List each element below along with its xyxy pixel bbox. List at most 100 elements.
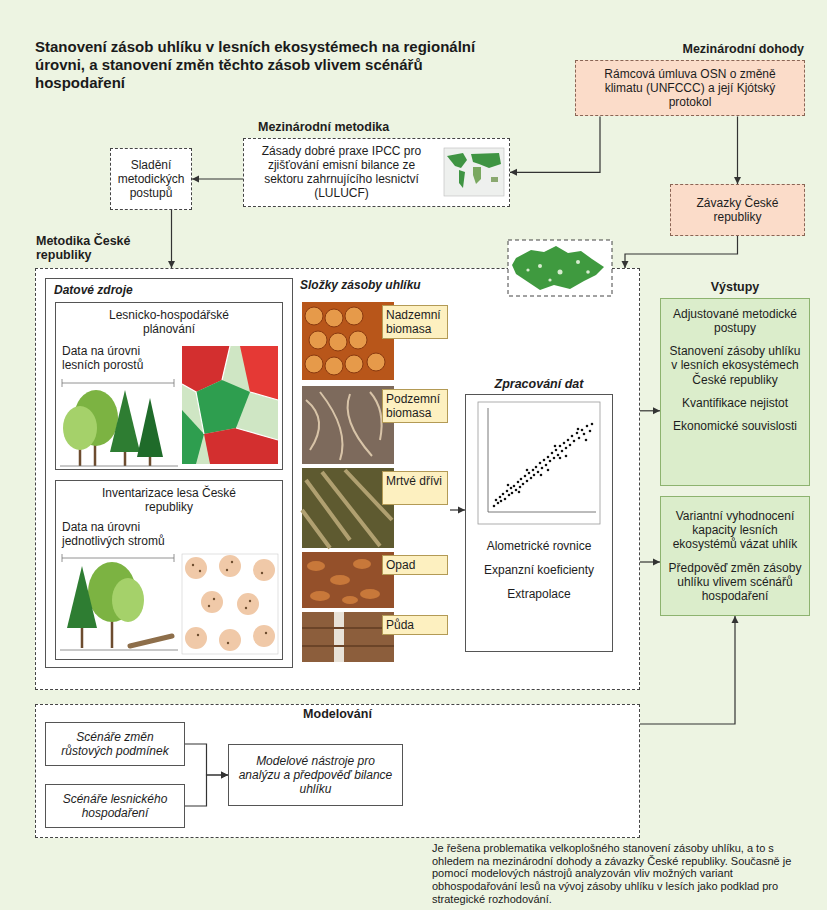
scatter-plot xyxy=(478,402,600,524)
box-text: Data na úrovni jednotlivých stromů xyxy=(62,520,177,548)
box-text: Sladění metodických postupů xyxy=(114,158,188,200)
box-text: Závazky České republiky xyxy=(677,196,798,224)
box-text: Scénáře změn růstových podmínek xyxy=(51,730,179,758)
connector-line xyxy=(185,775,228,806)
arrow-head xyxy=(653,407,660,414)
box-text: Adjustované metodické postupy xyxy=(667,307,803,335)
pool-label: Mrtvé dřívi xyxy=(382,471,448,505)
box-heading: Inventarizace lesa České republiky xyxy=(94,486,244,514)
connector-arrow xyxy=(640,407,660,414)
box-text: Expanzní koeficienty xyxy=(472,563,606,577)
connector-line xyxy=(640,561,660,562)
box-heading: Výstupy xyxy=(661,280,809,295)
data-sources-box: Datové zdrojeLesnicko-hospodářské plánov… xyxy=(45,278,293,668)
box-text: Zásady dobré praxe IPCC pro zjišťování e… xyxy=(252,144,431,201)
box-text: Kvantifikace nejistot xyxy=(667,396,803,410)
arrow-head xyxy=(221,772,228,779)
connector-line xyxy=(625,236,738,268)
arrow-head xyxy=(510,169,517,176)
box-text: Stanovení zásoby uhlíku v lesních ekosys… xyxy=(667,344,803,386)
connector-arrow xyxy=(185,744,228,779)
connector-line xyxy=(450,509,465,510)
connector-line xyxy=(737,117,738,185)
arrow-head xyxy=(192,176,199,183)
box-text: Rámcová úmluva OSN o změně klimatu (UNFC… xyxy=(584,67,796,109)
connector-arrow xyxy=(640,616,739,724)
box-text: Datové zdroje xyxy=(54,283,284,297)
box-text: Metodika České republiky xyxy=(36,234,151,264)
diagram-title: Stanovení zásob uhlíku v lesních ekosyst… xyxy=(35,38,485,92)
box-heading: Mezinárodní metodika xyxy=(258,120,389,135)
method-box: Mezinárodní metodikaZásady dobré praxe I… xyxy=(243,138,510,207)
model-tool-box: Modelové nástroje pro analýzu a předpově… xyxy=(228,744,403,806)
stand-map xyxy=(182,346,278,464)
connector-arrow xyxy=(185,772,228,807)
box-text: Modelování xyxy=(36,707,639,722)
connector-line xyxy=(640,410,660,411)
box-text: Předpověď změn zásoby uhlíku vlivem scén… xyxy=(667,561,803,603)
box-text: Alometrické rovnice xyxy=(472,539,606,553)
arrow-head xyxy=(734,177,741,184)
box-heading: Variantní vyhodnocení kapacity lesních e… xyxy=(667,509,803,551)
czech-map xyxy=(508,240,612,296)
arrow-head xyxy=(622,261,629,268)
box-text: Scénáře lesnického hospodaření xyxy=(51,792,179,820)
connector-arrow xyxy=(734,117,741,185)
modeling-region: ModelováníScénáře změn růstových podmíne… xyxy=(35,704,640,838)
source-box: Inventarizace lesa České republikyData n… xyxy=(55,480,283,660)
agreement-box: Mezinárodní dohodyRámcová úmluva OSN o z… xyxy=(575,60,805,116)
box-text: Modelové nástroje pro analýzu a předpově… xyxy=(235,754,396,796)
box-heading: Lesnicko-hospodářské plánování xyxy=(94,308,244,336)
arrow-head xyxy=(732,616,739,623)
method-region: Metodika České republikyDatové zdrojeLes… xyxy=(35,268,640,690)
connector-line xyxy=(192,178,243,179)
processing-box: Zpracování datAlometrické rovniceExpanzn… xyxy=(465,394,613,652)
diagram-caption: Je řešena problematika velkoplošného sta… xyxy=(432,842,814,905)
connector-line xyxy=(171,210,172,268)
pool-label: Opad xyxy=(382,555,448,575)
box-heading: Mezinárodní dohody xyxy=(682,42,804,57)
arrow-head xyxy=(168,261,175,268)
connector-arrow xyxy=(510,117,600,176)
connector-arrow xyxy=(622,236,738,268)
box-text: Data na úrovni lesních porostů xyxy=(62,344,177,372)
stand-trees xyxy=(60,379,178,466)
world-map xyxy=(444,148,504,196)
connector-arrow xyxy=(192,176,243,183)
connector-arrow xyxy=(450,507,465,514)
carbon-pool-group: Složky zásoby uhlíkuNadzemní biomasaPodz… xyxy=(298,278,450,663)
connector-line xyxy=(510,117,600,173)
output-box: VýstupyAdjustované metodické postupyStan… xyxy=(660,298,810,486)
pool-label: Nadzemní biomasa xyxy=(382,305,448,339)
box-text: Nadzemní biomasa xyxy=(386,308,444,336)
pool-label: Podzemní biomasa xyxy=(382,389,448,423)
scenario-box: Scénáře lesnického hospodaření xyxy=(45,784,185,828)
connector-line xyxy=(640,616,735,724)
box-text: Mrtvé dřívi xyxy=(386,474,444,488)
connector-arrow xyxy=(168,210,175,268)
scenario-box: Scénáře změn růstových podmínek xyxy=(45,722,185,766)
box-text: Složky zásoby uhlíku xyxy=(300,278,448,292)
source-box: Lesnicko-hospodářské plánováníData na úr… xyxy=(55,302,283,470)
box-text: Extrapolace xyxy=(472,587,606,601)
box-text: Půda xyxy=(386,618,444,632)
box-text: Opad xyxy=(386,558,444,572)
box-heading: Zpracování dat xyxy=(466,377,612,392)
connector-line xyxy=(185,744,228,775)
single-trees xyxy=(60,554,178,650)
process-box: Sladění metodických postupů xyxy=(110,148,192,210)
connector-arrow xyxy=(640,559,660,566)
arrow-head xyxy=(221,772,228,779)
arrow-head xyxy=(458,507,465,514)
plot-map xyxy=(182,554,278,654)
box-text: Ekonomické souvislosti xyxy=(667,419,803,433)
arrow-head xyxy=(653,559,660,566)
carbon-photos xyxy=(302,302,394,662)
pool-label: Půda xyxy=(382,615,448,635)
output-box: Variantní vyhodnocení kapacity lesních e… xyxy=(660,496,810,616)
box-text: Podzemní biomasa xyxy=(386,392,444,420)
commitment-box: Závazky České republiky xyxy=(670,184,805,236)
